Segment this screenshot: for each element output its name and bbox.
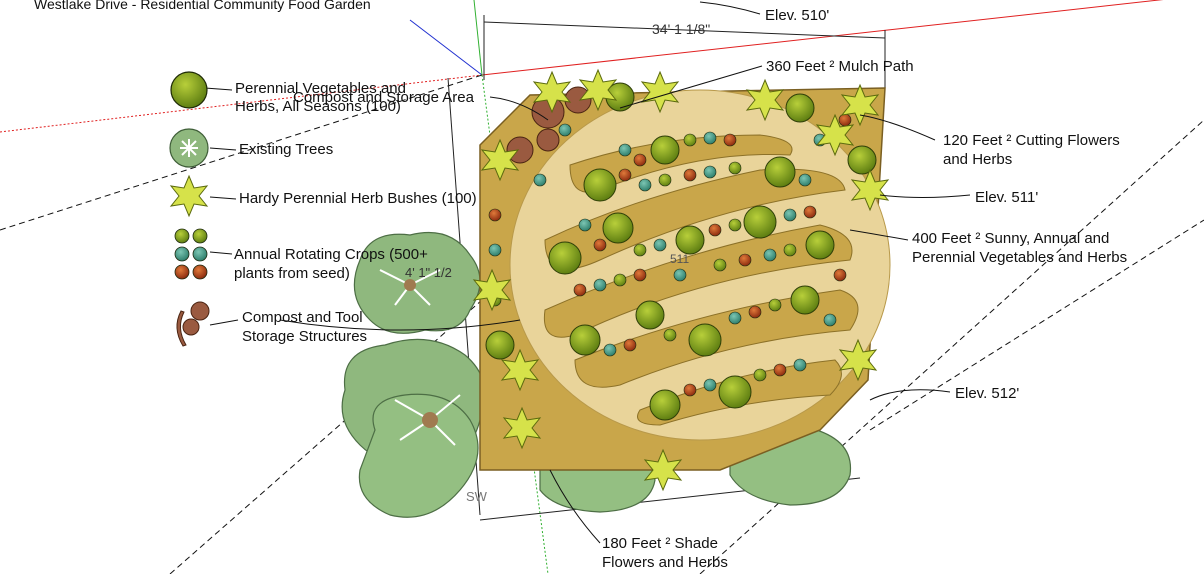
label-elev-512: Elev. 512' bbox=[955, 385, 1020, 402]
annual-crops bbox=[488, 113, 852, 397]
label-shade-flowers: 180 Feet ² Shade Flowers and Herbs bbox=[602, 535, 728, 571]
label-dimension-side: 4' 1" 1/2 bbox=[405, 265, 452, 280]
red-axis-line bbox=[481, 0, 1164, 76]
label-cutting-flowers: 120 Feet ² Cutting Flowers and Herbs bbox=[943, 132, 1120, 168]
perennial-vegetables bbox=[485, 82, 877, 421]
label-compost-storage-area: Compost and Storage Area bbox=[293, 89, 474, 106]
label-sunny-vegetables: 400 Feet ² Sunny, Annual and Perennial V… bbox=[912, 230, 1128, 266]
green-axis-line bbox=[473, 0, 483, 76]
compost-legend-icon bbox=[176, 301, 210, 347]
dimension-line-top bbox=[483, 21, 886, 39]
legend-label-annual: Annual Rotating Crops (500+ plants from … bbox=[234, 246, 428, 282]
legend-label-compost: Compost and Tool Storage Structures bbox=[242, 309, 368, 345]
label-elev-mark: 511 bbox=[670, 252, 690, 266]
red-dotted-axis bbox=[0, 74, 483, 133]
guide-line bbox=[0, 74, 483, 231]
label-sw-mark: SW bbox=[466, 489, 487, 504]
compost-structures bbox=[506, 86, 592, 164]
trees-legend-icon bbox=[169, 128, 209, 168]
guide-line bbox=[869, 219, 1204, 431]
label-mulch-path: 360 Feet ² Mulch Path bbox=[766, 58, 914, 75]
blue-axis-line bbox=[409, 19, 483, 76]
legend-label-trees: Existing Trees bbox=[239, 141, 334, 158]
hardy-herb-bushes bbox=[472, 68, 890, 492]
leader-lines bbox=[204, 1, 971, 544]
label-elev-510: Elev. 510' bbox=[765, 7, 830, 24]
legend-label-perennial: Perennial Vegetables and Herbs, All Seas… bbox=[235, 80, 406, 115]
label-dimension-top: 34' 1 1/8" bbox=[652, 21, 711, 37]
legend-label-herb-bushes: Hardy Perennial Herb Bushes (100) bbox=[239, 190, 477, 207]
herb-bushes-legend-icon bbox=[169, 174, 209, 218]
perennial-legend-icon bbox=[170, 71, 208, 109]
label-elev-511: Elev. 511' bbox=[975, 189, 1039, 206]
diagram-title: Westlake Drive - Residential Community F… bbox=[34, 0, 371, 12]
annual-crops-legend-icon bbox=[174, 228, 208, 280]
legend-icons bbox=[169, 71, 210, 347]
